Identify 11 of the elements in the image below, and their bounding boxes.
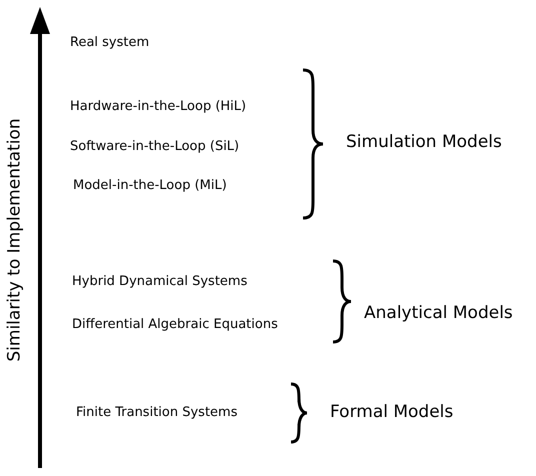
axis-label: Similarity to Implementation: [4, 118, 24, 362]
level-label: Software-in-the-Loop (SiL): [70, 138, 240, 156]
level-label: Real system: [70, 34, 150, 52]
level-label: Hybrid Dynamical Systems: [72, 273, 248, 291]
category-label: Simulation Models: [346, 132, 502, 152]
level-label: Differential Algebraic Equations: [72, 316, 278, 334]
category-label: Analytical Models: [364, 303, 513, 323]
level-label: Model-in-the-Loop (MiL): [73, 177, 227, 195]
level-label: Finite Transition Systems: [76, 404, 238, 422]
category-label: Formal Models: [330, 402, 454, 422]
level-label: Hardware-in-the-Loop (HiL): [70, 98, 246, 116]
